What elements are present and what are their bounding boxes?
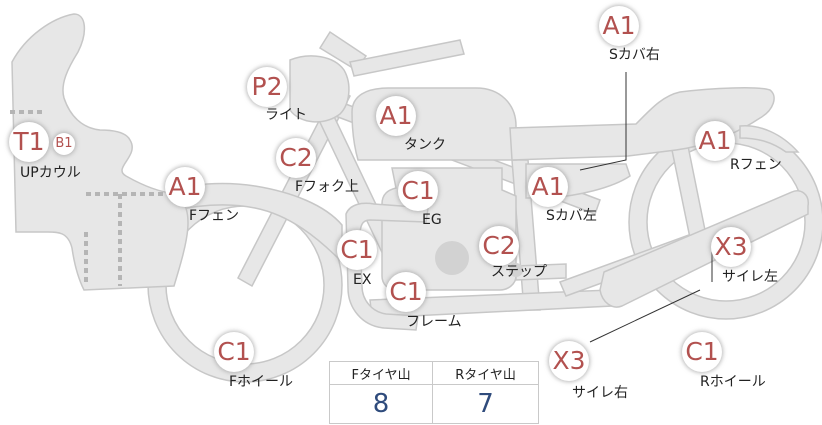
muffler-right-leader bbox=[589, 289, 701, 343]
side-cover-right-grade: A1 bbox=[599, 6, 639, 46]
upper-cowl-grade: T1 bbox=[9, 122, 49, 162]
step-peg bbox=[509, 263, 523, 277]
engine-cover-circle bbox=[435, 241, 469, 275]
engine-grade: C1 bbox=[398, 171, 438, 211]
rear-wheel-grade: C1 bbox=[682, 332, 722, 372]
step-label: ステップ bbox=[491, 264, 547, 280]
upper-cowl-shape bbox=[11, 13, 189, 291]
muffler-shape bbox=[599, 190, 809, 308]
rear-fender-shape bbox=[739, 125, 800, 153]
exhaust-grade: C1 bbox=[337, 230, 377, 270]
frame-grade: C1 bbox=[386, 272, 426, 312]
rear-tread-header: Rタイヤ山 bbox=[432, 361, 539, 385]
muffler-right-grade: X3 bbox=[549, 341, 589, 381]
light-grade: P2 bbox=[247, 67, 287, 107]
side-cover-left-label: Sカバ左 bbox=[546, 208, 597, 224]
front-tread-header: Fタイヤ山 bbox=[328, 361, 434, 385]
fork-upper-grade: C2 bbox=[276, 138, 316, 178]
seat-strut bbox=[671, 145, 707, 239]
front-fender-label: Fフェン bbox=[189, 208, 240, 224]
muffler-right-label: サイレ右 bbox=[572, 385, 628, 401]
side-cover-right-label: Sカバ右 bbox=[609, 47, 660, 63]
tyre-tread-table: Fタイヤ山 Rタイヤ山 8 7 bbox=[328, 361, 539, 424]
tank-grade: A1 bbox=[376, 96, 416, 136]
tank-label: タンク bbox=[404, 137, 446, 153]
front-fender-grade: A1 bbox=[165, 167, 205, 207]
exhaust-label: EX bbox=[353, 272, 372, 288]
handlebar-grip-shape bbox=[349, 39, 465, 77]
step-grade: C2 bbox=[479, 226, 519, 266]
upper-cowl-label: UPカウル bbox=[20, 165, 81, 181]
exhaust-shape bbox=[345, 202, 429, 331]
rear-fender-label: Rフェン bbox=[730, 157, 782, 173]
upper-cowl-sub-grade: B1 bbox=[53, 133, 75, 155]
side-cover-left-grade: A1 bbox=[528, 167, 568, 207]
frame-label: フレーム bbox=[406, 314, 462, 330]
seat-shape bbox=[509, 87, 775, 161]
rear-fender-grade: A1 bbox=[695, 121, 735, 161]
front-wheel-label: Fホイール bbox=[229, 374, 294, 390]
light-label: ライト bbox=[265, 107, 307, 123]
rear-tread-value: 7 bbox=[432, 384, 539, 424]
tyre-tread-value-row: 8 7 bbox=[328, 384, 539, 424]
front-wheel-grade: C1 bbox=[214, 332, 254, 372]
tyre-tread-header-row: Fタイヤ山 Rタイヤ山 bbox=[328, 361, 539, 385]
rear-wheel-label: Rホイール bbox=[700, 374, 766, 390]
front-tread-value: 8 bbox=[328, 384, 434, 424]
side-cover-leader bbox=[579, 72, 627, 171]
engine-label: EG bbox=[422, 212, 442, 228]
fork-upper-label: Fフォク上 bbox=[295, 179, 360, 195]
headlight-shape bbox=[289, 55, 350, 123]
muffler-left-label: サイレ左 bbox=[722, 269, 778, 285]
muffler-left-grade: X3 bbox=[711, 227, 751, 267]
